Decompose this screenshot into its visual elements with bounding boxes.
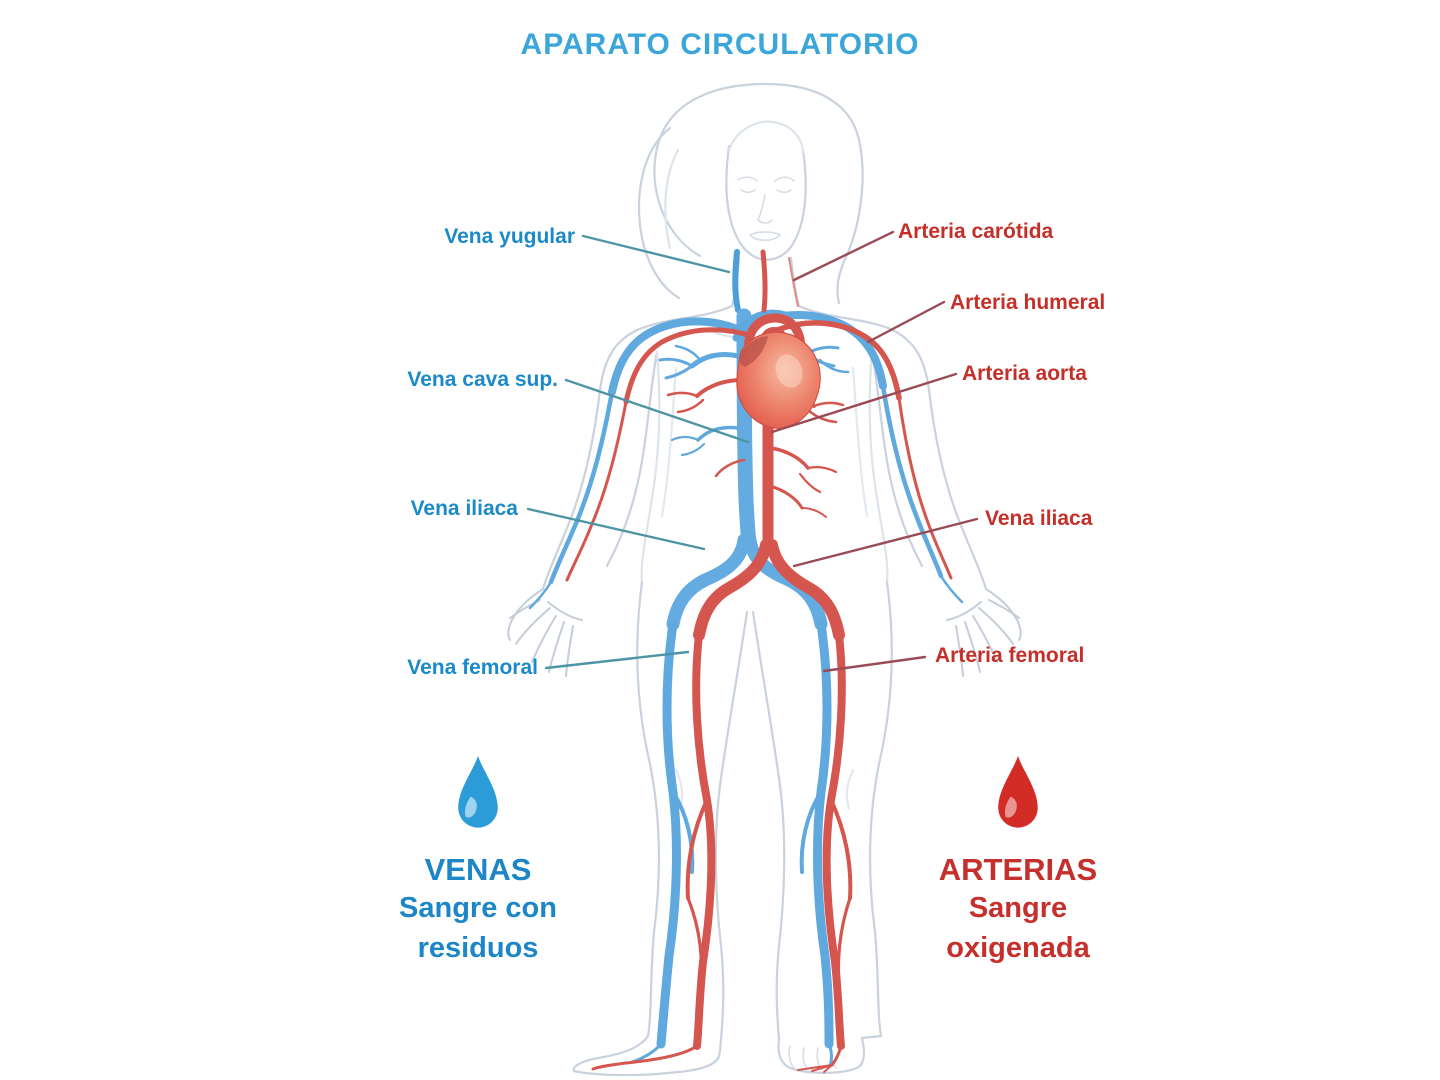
label-vena-femoral: Vena femoral [407, 656, 538, 679]
leader-vena-iliaca-right [792, 517, 979, 568]
right-hand-outline [946, 588, 1022, 677]
body-outline [507, 82, 1022, 1077]
right-foot-outline [777, 1036, 866, 1074]
leader-lines [526, 230, 979, 673]
arteries-network [565, 249, 953, 1073]
femoral-vein-left [656, 619, 681, 1049]
blue-blood-drop-icon [458, 755, 498, 828]
hair-outline [653, 82, 864, 305]
leader-arteria-femoral [822, 655, 927, 673]
face-features [737, 176, 795, 242]
femoral-artery-left [692, 631, 716, 1050]
label-vena-iliaca-left: Vena iliaca [410, 497, 518, 520]
label-vena-yugular: Vena yugular [444, 225, 575, 248]
label-arteria-humeral: Arteria humeral [950, 291, 1106, 314]
iliac-artery-right [766, 539, 845, 641]
arteries-legend-line2: oxigenada [946, 932, 1090, 964]
leader-vena-femoral [544, 650, 690, 670]
arteries-legend: ARTERIAS Sangre oxigenada [888, 752, 1148, 968]
iliac-artery-left [693, 539, 772, 641]
leader-arteria-aorta [770, 372, 958, 434]
carotid-artery [760, 249, 768, 313]
ponytail-outline [637, 126, 681, 300]
leader-arteria-humeral [866, 300, 946, 344]
label-arteria-femoral: Arteria femoral [935, 644, 1085, 667]
label-vena-iliaca-right: Vena iliaca [985, 507, 1093, 530]
femoral-artery-right [822, 631, 846, 1050]
face-outline [725, 144, 807, 261]
left-hand-outline [507, 588, 583, 677]
femoral-vein-right [813, 619, 834, 1049]
label-vena-cava-sup: Vena cava sup. [407, 368, 558, 391]
heart [736, 331, 821, 429]
jugular-vein [732, 249, 741, 313]
arteries-legend-line1: Sangre [968, 892, 1068, 924]
arteries-legend-heading: ARTERIAS [938, 852, 1098, 887]
label-arteria-carotida: Arteria carótida [898, 220, 1054, 243]
veins-legend: VENAS Sangre con residuos [348, 752, 608, 968]
humeral-artery-right [897, 396, 953, 580]
page-title: APARATO CIRCULATORIO [520, 28, 920, 61]
leader-vena-yugular [581, 234, 731, 274]
humeral-artery-left [565, 400, 628, 582]
veins-legend-line1: Sangre con [399, 892, 557, 924]
label-arteria-aorta: Arteria aorta [962, 362, 1087, 385]
red-blood-drop-icon [998, 755, 1038, 828]
left-foot-outline [572, 1034, 723, 1077]
leader-vena-cava-sup [564, 378, 750, 444]
iliac-vein-left [666, 533, 751, 631]
veins-legend-line2: residuos [417, 932, 539, 964]
leader-arteria-carotida [792, 230, 895, 282]
veins-legend-heading: VENAS [424, 852, 532, 887]
leader-vena-iliaca-left [526, 507, 706, 551]
